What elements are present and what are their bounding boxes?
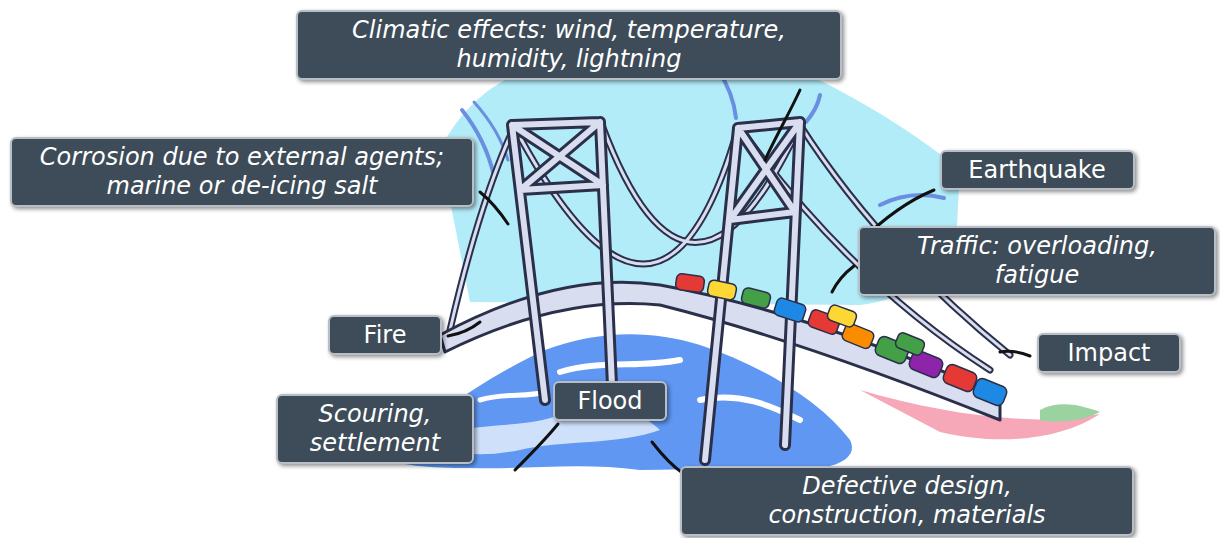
water-wave (480, 392, 545, 400)
callout-box: Corrosion due to external agents; marine… (10, 137, 474, 207)
tower (512, 122, 800, 460)
tower-outline (512, 122, 800, 460)
car (773, 297, 807, 323)
car (941, 363, 978, 394)
callout-box: Flood (553, 381, 667, 422)
callout-box: Scouring, settlement (276, 394, 474, 464)
motion-stroke (806, 95, 820, 122)
callout-box: Defective design, construction, material… (680, 466, 1134, 536)
leader-line (832, 266, 854, 292)
car (675, 273, 705, 293)
car (971, 377, 1008, 408)
leader-line (765, 90, 800, 160)
splash (1040, 404, 1100, 421)
car (894, 331, 926, 356)
car (707, 279, 738, 300)
callout-text: Corrosion due to external agents; marine… (32, 143, 452, 201)
leader-line (1000, 351, 1030, 356)
leader-line (480, 192, 508, 224)
callout-text: Flood (577, 387, 642, 416)
leader-line (448, 322, 480, 336)
callout-text: Defective design, construction, material… (737, 472, 1077, 530)
car (740, 287, 771, 309)
callout-text: Impact (1067, 339, 1150, 368)
callout-box: Fire (328, 315, 442, 356)
callout-box: Earthquake (940, 150, 1135, 191)
leader-line (652, 442, 684, 474)
towers (512, 122, 800, 460)
callout-box: Traffic: overloading, fatigue (858, 226, 1216, 296)
leader-line (515, 424, 558, 470)
callout-text: Traffic: overloading, fatigue (872, 232, 1202, 290)
callout-text: Climatic effects: wind, temperature, hum… (309, 16, 829, 74)
water-wave (560, 360, 680, 372)
callout-text: Fire (364, 321, 407, 350)
callout-text: Scouring, settlement (289, 400, 461, 458)
car (826, 304, 858, 329)
callout-box: Impact (1037, 333, 1181, 374)
callout-text: Earthquake (968, 156, 1105, 185)
callout-box: Climatic effects: wind, temperature, hum… (296, 10, 842, 80)
